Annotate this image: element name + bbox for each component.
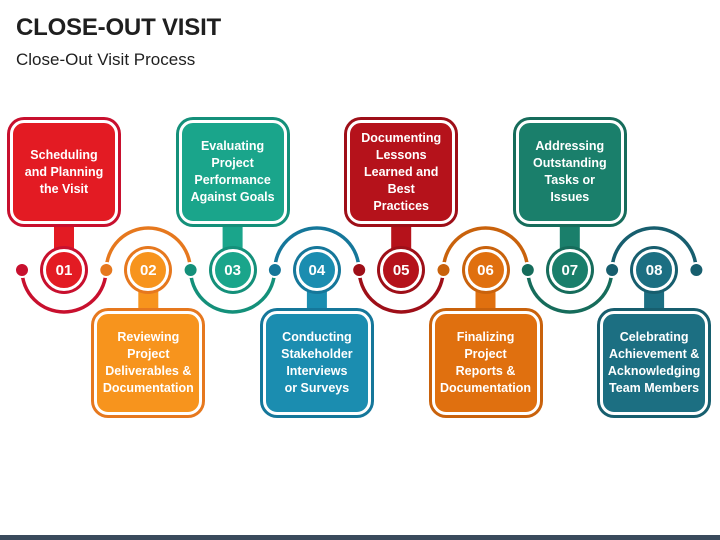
- step-number: 08: [645, 261, 663, 279]
- footer-bar: [0, 535, 720, 540]
- step-stem: [222, 220, 243, 252]
- connector-dot: [98, 262, 115, 278]
- step-arc-ring: [273, 226, 361, 271]
- step-number-badge: 06: [464, 249, 507, 291]
- page-title: CLOSE-OUT VISIT: [16, 14, 222, 41]
- step-box-01: Scheduling and Planning the Visit: [10, 120, 118, 224]
- step-arc-ring: [20, 269, 108, 314]
- connector-dot: [688, 262, 705, 278]
- step-arc-ring: [526, 269, 614, 314]
- step-number-badge: 03: [211, 249, 254, 291]
- step-arc-ring: [357, 269, 445, 314]
- step-arc-ring: [441, 226, 530, 271]
- step-label: Reviewing Project Deliverables & Documen…: [102, 330, 194, 395]
- step-label: Scheduling and Planning the Visit: [24, 147, 104, 196]
- step-number-badge: 07: [548, 249, 591, 291]
- step-stem: [138, 288, 159, 315]
- step-label: Evaluating Project Performance Against G…: [190, 139, 275, 204]
- connector-dot: [14, 262, 30, 278]
- step-box-08: Celebrating Achievement & Acknowledging …: [600, 311, 709, 415]
- step-box-04: Conducting Stakeholder Interviews or Sur…: [262, 311, 371, 415]
- step-number: 01: [55, 261, 73, 279]
- step-arc-ring: [104, 226, 193, 271]
- step-number: 06: [477, 261, 494, 279]
- step-stem: [306, 288, 327, 315]
- connector-dot: [435, 262, 452, 278]
- step-label: Addressing Outstanding Tasks or Issues: [532, 139, 607, 204]
- step-number: 04: [308, 261, 326, 279]
- step-label: Documenting Lessons Learned and Best Pra…: [361, 130, 442, 213]
- page-subtitle: Close-Out Visit Process: [16, 50, 196, 69]
- step-number-badge: 04: [295, 249, 338, 291]
- step-arc-ring: [188, 269, 277, 314]
- step-box-03: Evaluating Project Performance Against G…: [178, 120, 287, 224]
- step-arc-ring: [610, 226, 698, 271]
- step-box-06: Finalizing Project Reports & Documentati…: [431, 311, 540, 415]
- step-stem: [54, 220, 74, 252]
- step-number: 05: [392, 261, 410, 279]
- step-stem: [475, 288, 496, 315]
- step-stem: [391, 220, 412, 252]
- step-label: Conducting Stakeholder Interviews or Sur…: [281, 330, 353, 395]
- step-label: Celebrating Achievement & Acknowledging …: [607, 330, 701, 395]
- step-number-badge: 01: [43, 249, 85, 291]
- step-number-badge: 05: [380, 249, 423, 291]
- step-box-07: Addressing Outstanding Tasks or Issues: [515, 120, 624, 224]
- step-stem: [559, 220, 580, 252]
- step-label: Finalizing Project Reports & Documentati…: [440, 330, 531, 395]
- step-box-02: Reviewing Project Deliverables & Documen…: [94, 311, 203, 415]
- connector-dot: [604, 262, 621, 278]
- step-number-badge: 08: [633, 249, 676, 291]
- connector-dot: [519, 262, 536, 278]
- step-number: 03: [224, 261, 241, 279]
- step-number-badge: 02: [127, 249, 170, 291]
- connector-dot: [351, 262, 368, 278]
- step-stem: [644, 288, 665, 315]
- step-box-05: Documenting Lessons Learned and Best Pra…: [347, 120, 456, 224]
- step-number: 02: [139, 261, 157, 279]
- step-number: 07: [561, 261, 579, 279]
- connector-dot: [182, 262, 199, 278]
- connector-dot: [266, 262, 283, 278]
